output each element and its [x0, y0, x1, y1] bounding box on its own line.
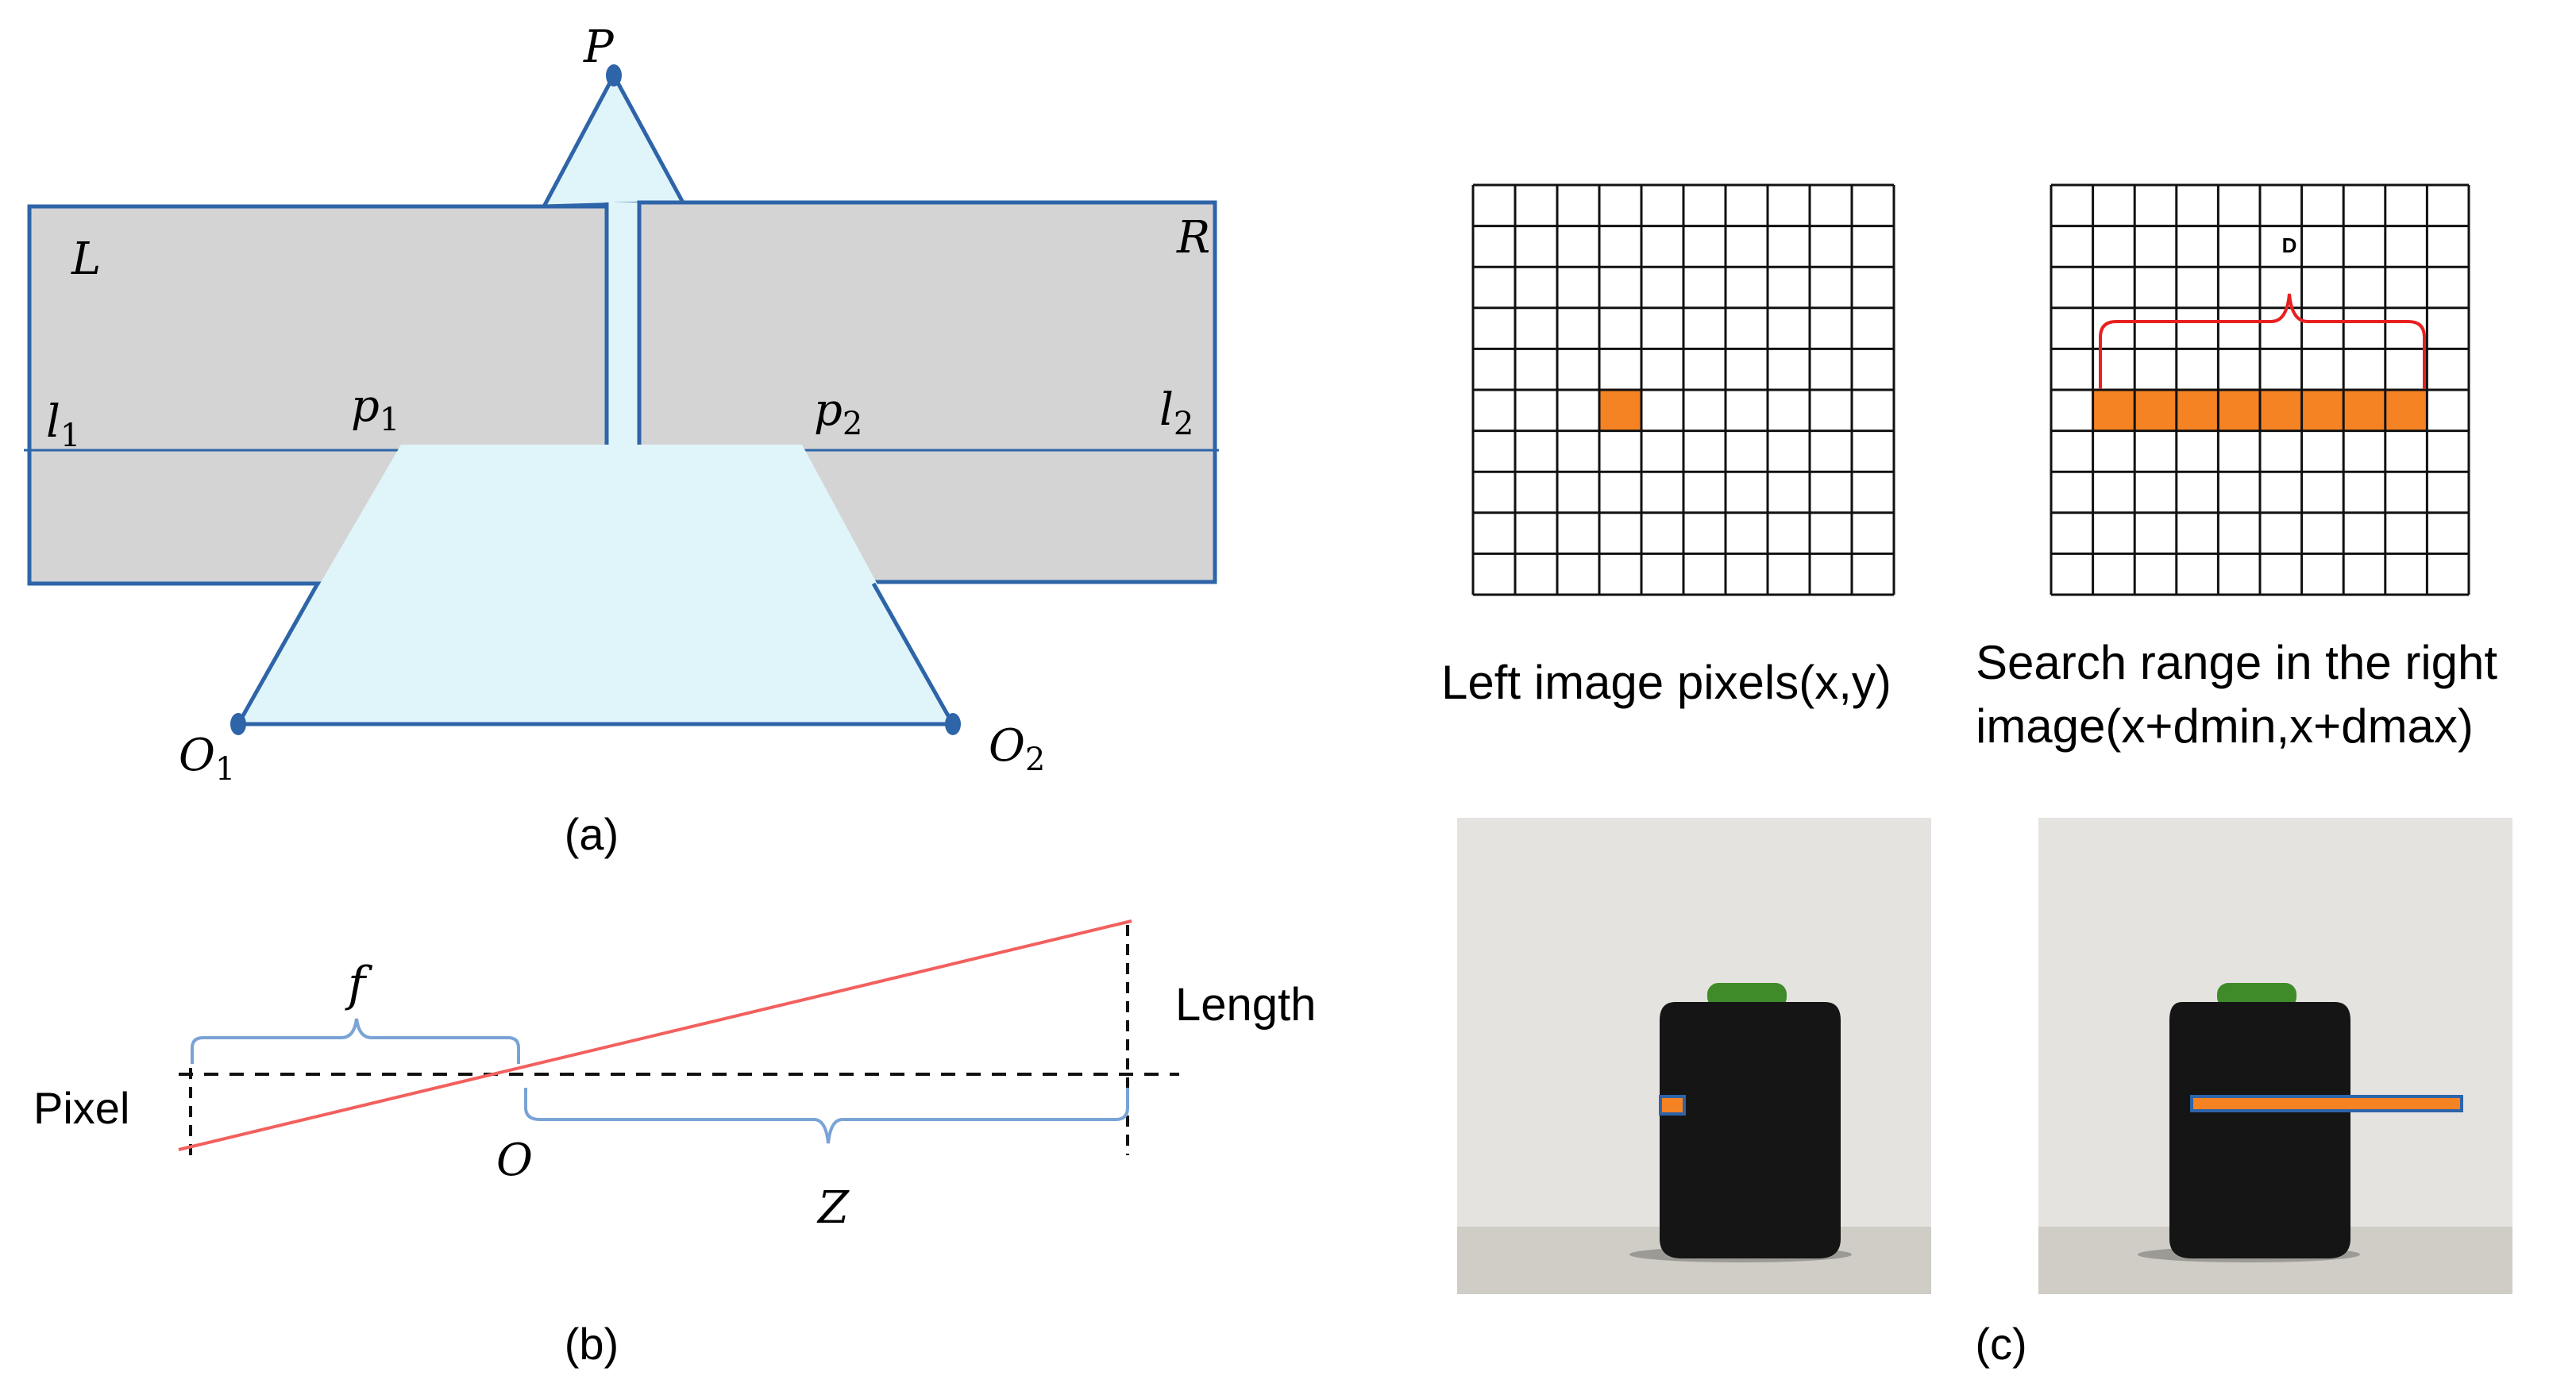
highlighted-pixel-cell [2218, 390, 2260, 431]
focal-brace [192, 1019, 519, 1064]
right-grid-caption-line2: image(x+dmin,x+dmax) [1976, 699, 2474, 753]
projection-ray [179, 921, 1132, 1150]
focal-label: f [345, 957, 373, 1012]
highlighted-pixel-cell [2302, 390, 2344, 431]
panel-a-epipolar-geometry: P L R l1 p1 p2 l2 O1 O2 (a) [24, 21, 1219, 859]
right-camera-photo [2038, 818, 2512, 1294]
origin-o2-label: O2 [989, 720, 1045, 778]
depth-brace [526, 1088, 1128, 1143]
origin-o1-label: O1 [179, 730, 235, 788]
left-grid-caption: Left image pixels(x,y) [1441, 656, 1892, 709]
length-label: Length [1175, 979, 1316, 1031]
highlighted-pixel-cell [2093, 390, 2135, 431]
highlighted-pixel-cell [2343, 390, 2385, 431]
plane-right-label: R [1176, 212, 1210, 264]
highlighted-pixel-cell [2260, 390, 2302, 431]
highlighted-pixel-cell [2134, 390, 2177, 431]
apex-gap [608, 202, 638, 445]
right-pixel-grid [2051, 185, 2469, 595]
highlighted-pixel-cell [2177, 390, 2219, 431]
left-pixel-marker [1660, 1096, 1684, 1114]
disparity-label: D [2282, 233, 2297, 257]
highlighted-pixel-cell [2385, 390, 2428, 431]
left-camera-photo [1457, 818, 1931, 1294]
point-p-label: P [583, 21, 615, 73]
panel-c-disparity-search: D Left image pixels(x,y) Search range in… [1441, 185, 2512, 1369]
panel-b-caption: (b) [565, 1319, 619, 1369]
origin-o1-marker [230, 713, 246, 735]
right-search-marker [2192, 1096, 2462, 1111]
highlighted-pixel-cell [1599, 390, 1641, 431]
apex-triangle [544, 75, 683, 206]
origin-label: O [496, 1135, 533, 1186]
right-grid-caption-line1: Search range in the right [1976, 636, 2497, 689]
panel-c-caption: (c) [1975, 1319, 2026, 1369]
panel-b-pinhole-model: f Pixel Length O Z (b) [33, 921, 1316, 1369]
pixel-label: Pixel [33, 1083, 129, 1133]
plane-left-label: L [71, 233, 101, 285]
left-pixel-grid [1473, 185, 1894, 595]
origin-o2-marker [945, 713, 961, 735]
panel-a-caption: (a) [565, 809, 619, 859]
depth-label: Z [816, 1182, 850, 1234]
